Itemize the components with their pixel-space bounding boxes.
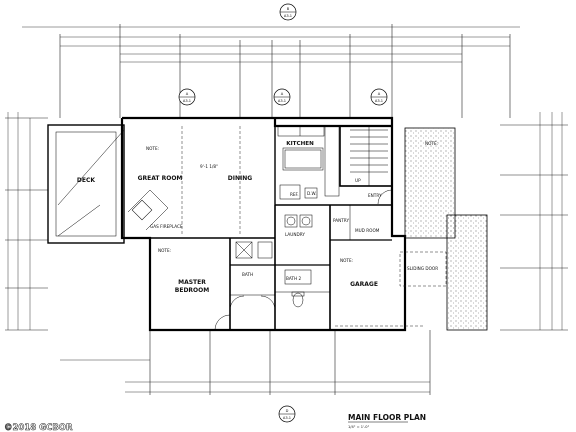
sliding-door-label: SLIDING DOOR — [407, 266, 438, 271]
great-room: GREAT ROOM NOTE: GAS FIREPLACE — [127, 146, 183, 231]
garage-label: GARAGE — [350, 281, 378, 288]
svg-text:A3.1: A3.1 — [278, 99, 286, 103]
stair-up-label: UP — [355, 178, 361, 183]
kitchen-label: KITCHEN — [286, 141, 314, 147]
pantry-label: PANTRY — [333, 218, 349, 223]
svg-text:D: D — [286, 409, 289, 413]
svg-text:A: A — [378, 92, 381, 96]
copyright-watermark: ©2018 GCBOR — [4, 423, 73, 432]
svg-text:A: A — [186, 92, 189, 96]
great-room-note: NOTE: — [146, 146, 159, 151]
master-bath: BATH BATH 2 — [229, 241, 312, 311]
svg-text:A3.1: A3.1 — [375, 99, 383, 103]
bath-label: BATH — [242, 272, 253, 277]
master-bedroom-label-2: BEDROOM — [175, 287, 209, 294]
svg-text:A: A — [281, 92, 284, 96]
bottom-dimension-lines — [60, 330, 431, 395]
ref-label: REF. — [290, 192, 299, 197]
svg-text:A3.1: A3.1 — [283, 416, 291, 420]
section-marker-top: B A3.1 — [279, 3, 297, 21]
master-bedroom-label-1: MASTER — [178, 279, 206, 286]
drawing-scale: 1/4" = 1'-0" — [348, 425, 370, 429]
dining: DINING 9'-1 1/8" — [181, 126, 252, 234]
top-dimension-lines — [22, 24, 520, 118]
porch-note: NOTE: — [425, 141, 438, 146]
great-room-label: GREAT ROOM — [138, 175, 183, 182]
svg-text:A3.1: A3.1 — [284, 14, 292, 18]
kitchen: KITCHEN REF. D.W. — [277, 125, 340, 200]
master-note: NOTE: — [158, 248, 171, 253]
garage: GARAGE NOTE: SLIDING DOOR — [335, 251, 447, 327]
stairs: UP — [350, 126, 388, 186]
svg-text:A3.1: A3.1 — [183, 99, 191, 103]
svg-text:B: B — [287, 7, 290, 11]
section-marker-left: A A3.1 — [178, 88, 196, 106]
laundry-label: LAUNDRY — [285, 232, 305, 237]
deck: DECK — [47, 124, 125, 244]
drawing-title-block: MAIN FLOOR PLAN 1/4" = 1'-0" — [348, 413, 426, 429]
side-dimension-lines — [5, 112, 568, 331]
service-rooms: LAUNDRY PANTRY ENTRY MUD ROOM — [284, 189, 393, 237]
section-marker-mid: A A3.1 — [273, 88, 291, 106]
master-bedroom: MASTER BEDROOM NOTE: — [158, 248, 231, 331]
ceiling-height-label: 9'-1 1/8" — [200, 164, 218, 169]
gas-fireplace-label: GAS FIREPLACE — [150, 224, 183, 229]
mud-room-label: MUD ROOM — [355, 228, 380, 233]
garage-note: NOTE: — [340, 258, 353, 263]
deck-label: DECK — [77, 177, 95, 184]
bath2-label: BATH 2 — [286, 276, 301, 281]
drawing-title: MAIN FLOOR PLAN — [348, 413, 426, 422]
front-porch: NOTE: — [404, 127, 488, 331]
entry-label: ENTRY — [368, 193, 382, 198]
section-marker-right: A A3.1 — [370, 88, 388, 106]
section-marker-bottom: D A3.1 — [278, 405, 296, 423]
dw-label: D.W. — [307, 191, 317, 196]
